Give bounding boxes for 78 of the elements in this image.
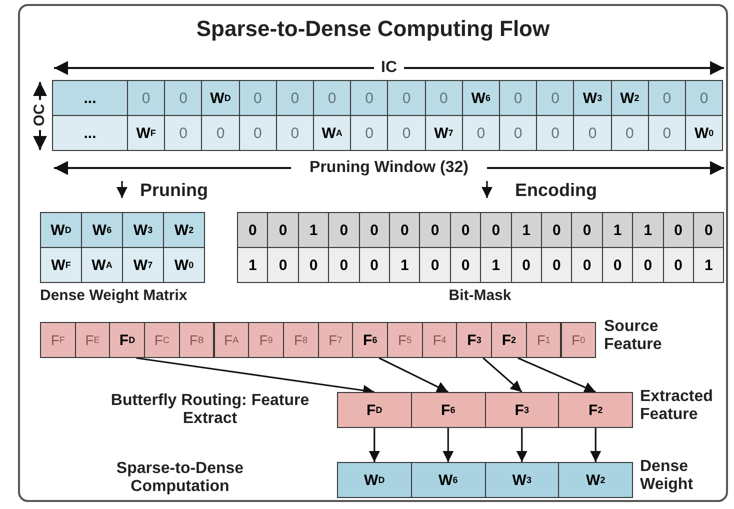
- matrix-cell: 0: [387, 80, 426, 116]
- title: Sparse-to-Dense Computing Flow: [195, 16, 551, 43]
- bit-cell: 0: [632, 247, 664, 283]
- arrow: [482, 357, 522, 393]
- matrix-cell: 0: [276, 80, 314, 116]
- bit-cell: 1: [602, 212, 634, 248]
- bit-cell: 0: [358, 212, 390, 248]
- dimension-label: OC: [31, 102, 49, 128]
- arrow: [442, 428, 454, 462]
- bit-cell: 0: [571, 247, 603, 283]
- matrix-cell: 0: [164, 115, 202, 151]
- bit-cell: 1: [298, 212, 330, 248]
- matrix-cell: 0: [648, 80, 686, 116]
- bit-cell: 0: [480, 212, 512, 248]
- bit-cell: 0: [267, 247, 299, 283]
- bit-cell: 0: [450, 212, 482, 248]
- bit-cell: 1: [480, 247, 512, 283]
- matrix-cell: ...: [52, 80, 128, 116]
- matrix-cell: 0: [536, 115, 574, 151]
- dimension-label: Pruning Window (32): [308, 158, 470, 178]
- matrix-cell: 0: [499, 80, 538, 116]
- bit-cell: 0: [693, 212, 724, 248]
- step-label: Pruning: [140, 180, 209, 202]
- arrow: [518, 357, 596, 393]
- bit-cell: 1: [237, 247, 268, 283]
- matrix-cell: 0: [238, 80, 277, 116]
- bit-cell: 0: [510, 247, 542, 283]
- matrix-cell: 0: [536, 80, 574, 116]
- bit-cell: 0: [662, 247, 694, 283]
- matrix-cell: 0: [164, 80, 202, 116]
- matrix-cell: 0: [276, 115, 314, 151]
- bit-cell: 1: [693, 247, 724, 283]
- step-label: Butterfly Routing: Feature Extract: [110, 392, 310, 429]
- bit-cell: 0: [419, 212, 451, 248]
- arrow: [516, 428, 528, 462]
- bit-cell: 0: [541, 247, 572, 283]
- bit-cell: 0: [267, 212, 299, 248]
- bit-cell: 1: [632, 212, 664, 248]
- arrow: [368, 428, 380, 462]
- matrix-cell: 0: [350, 80, 388, 116]
- bit-cell: 0: [389, 212, 420, 248]
- bit-cell: 0: [662, 212, 694, 248]
- bit-cell: 0: [298, 247, 330, 283]
- bit-cell: 0: [328, 247, 360, 283]
- bit-cell: 0: [571, 212, 603, 248]
- step-label: Sparse-to-Dense Computation: [115, 460, 245, 497]
- matrix-cell: 0: [127, 80, 166, 116]
- bit-cell: 0: [602, 247, 634, 283]
- matrix-cell: 0: [424, 80, 463, 116]
- arrow: [378, 357, 448, 393]
- matrix-cell: 0: [610, 115, 649, 151]
- bit-cell: 0: [541, 212, 572, 248]
- row-label: Source Feature: [604, 318, 663, 355]
- row-label: Extracted Feature: [640, 388, 714, 425]
- matrix-cell: 0: [648, 115, 686, 151]
- step-label: Encoding: [515, 180, 598, 202]
- matrix-cell: 0: [387, 115, 426, 151]
- bit-cell: 0: [328, 212, 360, 248]
- dimension-label: IC: [380, 58, 398, 78]
- arrow: [590, 428, 602, 462]
- caption: Dense Weight Matrix: [40, 287, 188, 306]
- bit-cell: 0: [419, 247, 451, 283]
- bit-cell: 0: [358, 247, 390, 283]
- bit-cell: 0: [450, 247, 482, 283]
- matrix-cell: 0: [462, 115, 500, 151]
- matrix-cell: 0: [685, 80, 724, 116]
- row-label: Dense Weight: [640, 458, 694, 495]
- matrix-cell: 0: [350, 115, 388, 151]
- matrix-cell: 0: [499, 115, 538, 151]
- bit-cell: 0: [237, 212, 268, 248]
- matrix-cell: 0: [238, 115, 277, 151]
- bit-cell: 1: [389, 247, 420, 283]
- matrix-cell: 0: [313, 80, 352, 116]
- bit-cell: 1: [510, 212, 542, 248]
- matrix-cell: ...: [52, 115, 128, 151]
- matrix-cell: 0: [573, 115, 612, 151]
- matrix-cell: 0: [201, 115, 240, 151]
- caption: Bit-Mask: [448, 287, 512, 306]
